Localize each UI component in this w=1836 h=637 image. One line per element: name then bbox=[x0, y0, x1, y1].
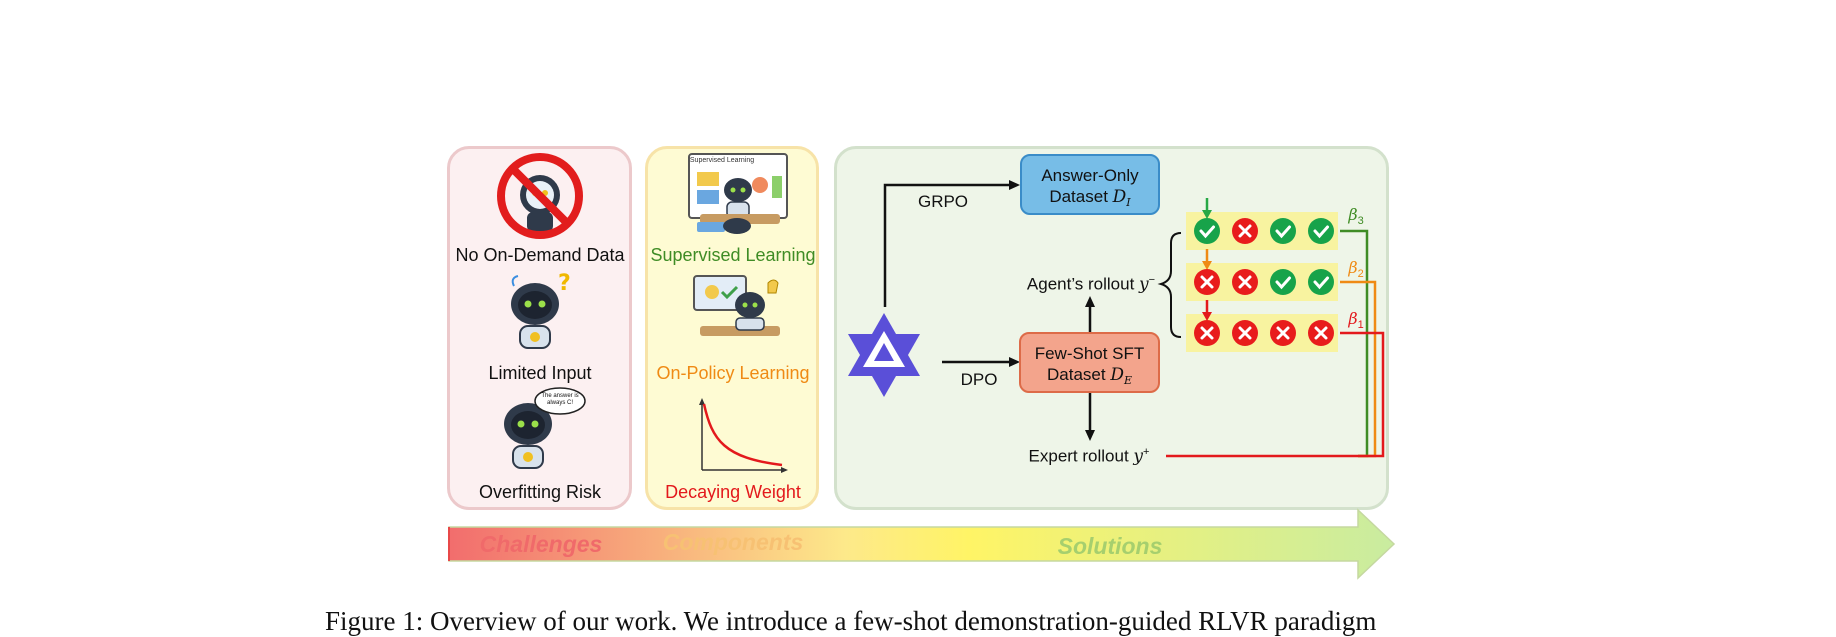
rollout-pointer-orange bbox=[1202, 249, 1212, 270]
talking-robot-icon bbox=[504, 387, 586, 469]
check-icon bbox=[1308, 218, 1334, 244]
figure-caption: Figure 1: Overview of our work. We intro… bbox=[325, 606, 1377, 636]
grpo-arrow bbox=[883, 180, 1020, 307]
qwen-logo-icon bbox=[848, 313, 920, 397]
answer-only-line1: Answer-Only bbox=[1041, 166, 1139, 185]
banner-label-challenges: Challenges bbox=[479, 531, 603, 557]
challenge-label-limited-input: Limited Input bbox=[488, 363, 592, 383]
challenges-icons: ? bbox=[497, 153, 586, 469]
banner-arrow-shape bbox=[448, 508, 1396, 580]
cross-icon bbox=[1232, 218, 1258, 244]
component-label-on-policy: On-Policy Learning bbox=[656, 363, 810, 383]
rollout-brace bbox=[1157, 232, 1182, 338]
few-shot-line2: Dataset DE bbox=[1047, 365, 1132, 388]
agent-rollout-arrow bbox=[1085, 296, 1095, 332]
confused-robot-icon: ? bbox=[511, 271, 571, 349]
cross-icon bbox=[1194, 269, 1220, 295]
decay-curve-icon bbox=[699, 398, 788, 473]
no-robot-icon bbox=[497, 153, 583, 239]
cross-icon bbox=[1194, 320, 1220, 346]
dpo-label: DPO bbox=[960, 370, 998, 389]
components-icons bbox=[688, 153, 788, 473]
svg-text:?: ? bbox=[558, 271, 571, 296]
answer-only-line2: Dataset DI bbox=[1049, 187, 1131, 210]
beta1-connector bbox=[1166, 331, 1385, 458]
challenge-label-overfitting: Overfitting Risk bbox=[478, 482, 602, 502]
beta3-label: β3 bbox=[1348, 205, 1364, 228]
rollout-pointer-green bbox=[1202, 198, 1212, 219]
rollout-pointer-red bbox=[1202, 300, 1212, 321]
check-icon bbox=[1308, 269, 1334, 295]
few-shot-sft-dataset-box: Few-Shot SFT Dataset DE bbox=[1019, 332, 1160, 393]
banner-label-components: Components bbox=[662, 529, 804, 555]
few-shot-line1: Few-Shot SFT bbox=[1034, 344, 1145, 363]
cross-icon bbox=[1232, 269, 1258, 295]
component-label-decaying: Decaying Weight bbox=[665, 482, 801, 502]
dpo-arrow bbox=[942, 357, 1020, 367]
cross-icon bbox=[1308, 320, 1334, 346]
cross-icon bbox=[1270, 320, 1296, 346]
cross-icon bbox=[1232, 320, 1258, 346]
agent-rollout-label: Agent’s rollout y− bbox=[1026, 274, 1156, 295]
answer-only-dataset-box: Answer-Only Dataset DI bbox=[1020, 154, 1160, 215]
speech-bubble-text: The answer is always C! bbox=[541, 393, 579, 406]
component-label-supervised: Supervised Learning bbox=[650, 245, 816, 265]
grpo-label: GRPO bbox=[917, 192, 969, 211]
expert-rollout-arrow bbox=[1085, 393, 1095, 441]
teacher-robot-icon bbox=[688, 153, 788, 234]
solutions-diagram bbox=[848, 180, 1385, 458]
check-icon bbox=[1270, 218, 1296, 244]
banner-label-solutions: Solutions bbox=[1057, 533, 1163, 559]
challenge-label-no-data: No On-Demand Data bbox=[455, 245, 625, 265]
rollout-marks bbox=[1194, 218, 1334, 346]
expert-rollout-label: Expert rollout y+ bbox=[1028, 446, 1150, 467]
check-icon bbox=[1194, 218, 1220, 244]
learning-robot-icon bbox=[693, 275, 780, 336]
beta2-label: β2 bbox=[1348, 258, 1364, 281]
check-icon bbox=[1270, 269, 1296, 295]
progress-banner bbox=[448, 508, 1396, 580]
board-title: Supervised Learning bbox=[689, 157, 755, 164]
beta1-label: β1 bbox=[1348, 309, 1364, 332]
